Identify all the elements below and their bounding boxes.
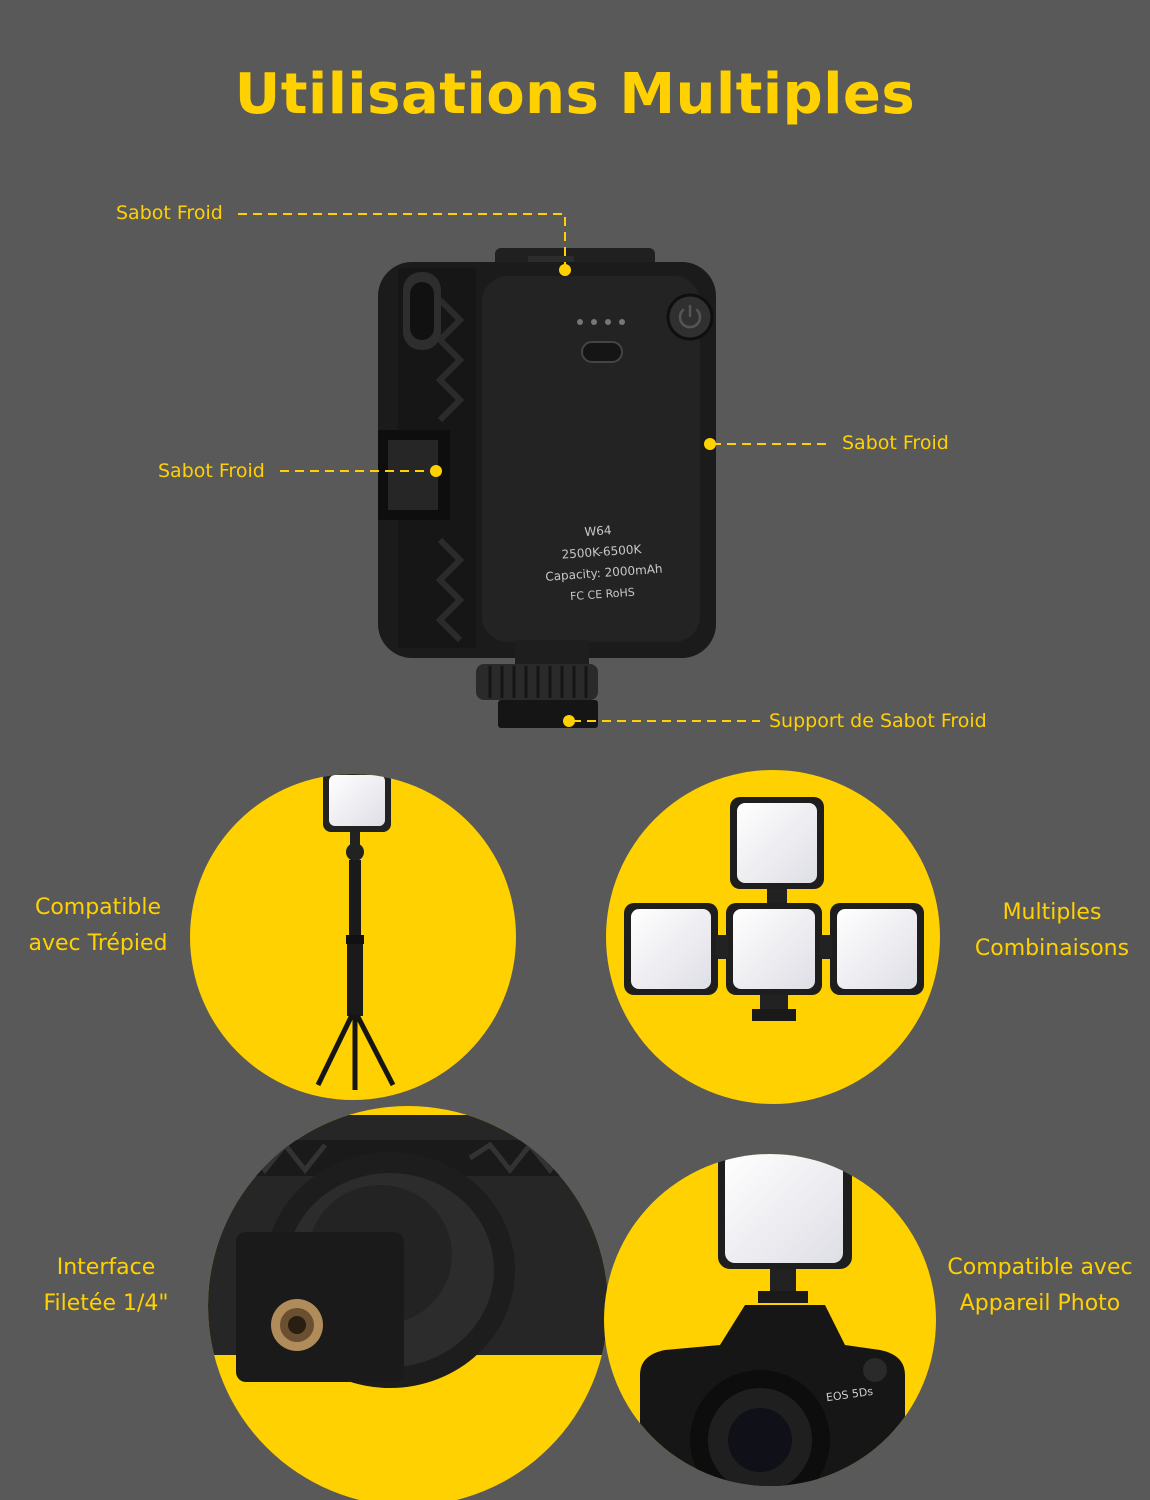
callout-bottom-dot [563,715,575,727]
page-title: Utilisations Multiples [234,62,916,127]
back-panel [482,276,700,642]
camera-illustration: EOS 5Ds [604,1154,936,1486]
callout-bottom-label: Support de Sabot Froid [769,710,987,732]
device-color-temp: 2500K-6500K [561,542,643,562]
device-marks: FC CE RoHS [570,586,636,603]
thread-interface-illustration [208,1106,608,1500]
feature-camera-label: Compatible avec Appareil Photo [947,1255,1133,1316]
device-model: W64 [584,523,612,539]
callout-right-label: Sabot Froid [842,432,949,454]
callout-left-label: Sabot Froid [158,460,265,482]
combinations-illustration [606,770,940,1104]
bottom-shoe-foot [498,700,598,728]
callout-top-line [238,213,566,266]
callout-right-dot [704,438,716,450]
led-light-device: W64 2500K-6500K Capacity: 2000mAh FC CE … [378,248,716,728]
tripod-illustration [190,774,516,1100]
usb-c-port [581,341,623,363]
feature-combinations-label: Multiples Combinaisons [974,900,1130,961]
feature-thread-label: Interface Filetée 1/4" [43,1255,169,1316]
callout-left-dot [430,465,442,477]
callout-top-label: Sabot Froid [116,202,223,224]
feature-tripod-label: Compatible avec Trépied [28,895,168,956]
callout-top-dot [559,264,571,276]
